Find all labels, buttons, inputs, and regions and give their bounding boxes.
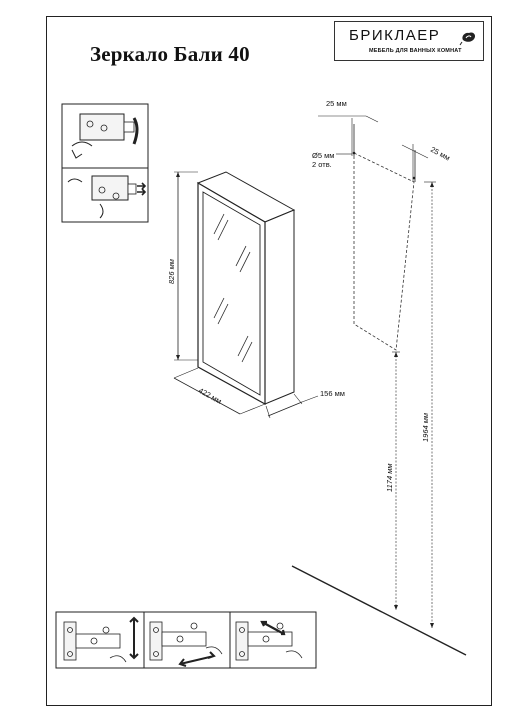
- hinge-adjust-horizontal-icon: [149, 621, 223, 667]
- hinge-adjust-vertical-icon: [63, 616, 139, 663]
- hinge-panel-2: [143, 611, 231, 669]
- page-title: Зеркало Бали 40: [90, 42, 250, 66]
- rose-icon: [459, 32, 476, 46]
- brand-logo: БРИКЛАЕР МЕБЕЛЬ ДЛЯ ВАННЫХ КОМНАТ: [334, 21, 484, 61]
- cam-lock-rotate-icon: [71, 113, 139, 159]
- mirror-cabinet: [196, 171, 296, 406]
- wall-mount-diagram: 25 мм 25 мм Ø5 мм 2 отв. 1174 мм 1964 мм: [291, 99, 467, 656]
- cam-lock-slide-icon: [67, 175, 147, 219]
- cabinet-depth-label: 156 мм: [320, 389, 345, 398]
- hole-diameter-label: Ø5 мм: [312, 151, 334, 160]
- hinge-adjust-depth-icon: [235, 620, 303, 661]
- page-frame: [46, 16, 492, 706]
- logo-brand-name: БРИКЛАЕР: [349, 27, 441, 44]
- hinge-panel-1: [55, 611, 145, 669]
- cabinet-height-label: 826 мм: [167, 259, 176, 284]
- hole-offset-right-label: 25 мм: [429, 145, 452, 163]
- cabinet-depth-dimension: 156 мм: [265, 389, 345, 419]
- top-height-label: 1964 мм: [421, 413, 430, 442]
- cabinet-width-label: 422 мм: [197, 386, 223, 406]
- cam-lock-panel-1: [61, 103, 149, 169]
- hinge-panel-3: [229, 611, 317, 669]
- cabinet-height-dimension: 826 мм: [167, 171, 198, 361]
- cam-lock-panel-2: [61, 167, 149, 223]
- logo-tagline: МЕБЕЛЬ ДЛЯ ВАННЫХ КОМНАТ: [369, 48, 462, 54]
- hole-offset-left-label: 25 мм: [326, 99, 347, 108]
- mount-height-label: 1174 мм: [385, 464, 394, 493]
- hole-count-label: 2 отв.: [312, 160, 332, 169]
